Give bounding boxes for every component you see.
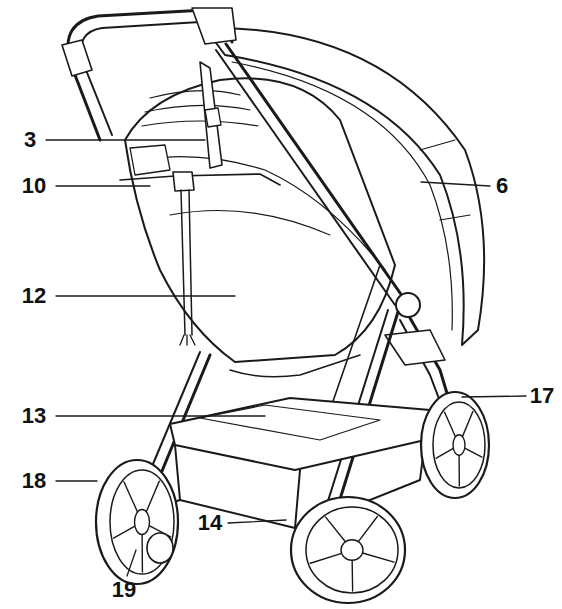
callout-number: 3 <box>24 129 36 151</box>
wheel-spoke <box>114 526 135 538</box>
callout-number: 14 <box>198 512 222 534</box>
wheel-hub <box>453 435 465 456</box>
callout-number: 19 <box>112 579 136 601</box>
callout-number: 13 <box>22 405 46 427</box>
wheel-spoke <box>436 448 453 458</box>
wheel-spoke <box>465 448 482 457</box>
callout-number: 17 <box>530 385 554 407</box>
wheel-spoke <box>445 412 456 437</box>
wheel-spoke <box>351 560 353 591</box>
callout-number: 18 <box>22 470 46 492</box>
callout-number: 6 <box>496 175 508 197</box>
wheel-spoke <box>358 516 377 541</box>
wheel-hub <box>135 510 150 535</box>
wheel-spoke <box>326 517 346 542</box>
callout-number: 10 <box>22 175 46 197</box>
wheel-spoke <box>124 482 137 512</box>
wheel-spoke <box>141 534 143 571</box>
wheel-spoke <box>462 411 472 436</box>
wheel-spoke <box>458 455 460 486</box>
wheel-spoke <box>146 481 159 512</box>
wheel-spoke <box>363 553 395 562</box>
wheel-spoke <box>310 553 341 563</box>
wheel-hub <box>341 540 363 561</box>
callout-number: 12 <box>22 285 46 307</box>
